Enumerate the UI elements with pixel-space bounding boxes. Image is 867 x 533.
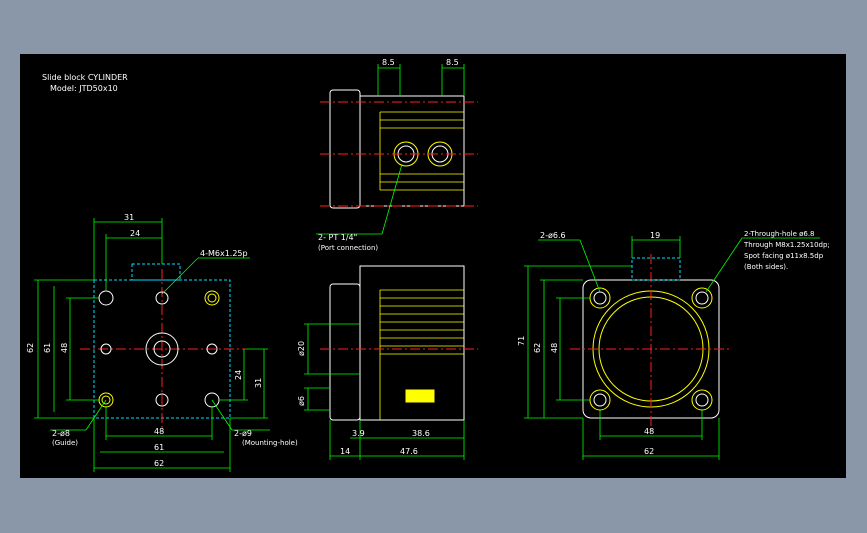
dim-side-b3: 14 — [340, 447, 350, 456]
front-hole — [155, 393, 169, 407]
callout-mount-note: (Mounting-hole) — [242, 439, 298, 447]
drawing-canvas: Slide block CYLINDER Model: JTD50x10 — [20, 54, 846, 478]
dim-front-bottom-outer: 62 — [154, 459, 164, 468]
rear-hole-tr-inner — [695, 291, 709, 305]
dim-rear-left-inner: 48 — [550, 343, 559, 353]
callout-through2: Through M8x1.25x10dp; — [743, 241, 830, 249]
title-line1: Slide block CYLINDER — [42, 73, 128, 82]
front-top-tab — [131, 263, 181, 281]
rear-hole-br-inner — [695, 393, 709, 407]
callout-through4: (Both sides). — [744, 263, 788, 271]
dim-side-b2: 38.6 — [412, 429, 430, 438]
side-view-bottom: ø20 ø6 3.9 38.6 14 47.6 — [297, 265, 478, 460]
dim-rear-bottom-inner: 48 — [644, 427, 654, 436]
rear-hole-tr — [691, 287, 713, 309]
front-hole — [155, 291, 169, 305]
front-center-boss — [145, 332, 179, 366]
dim-front-bottom-mid: 61 — [154, 443, 164, 452]
dim-side-top-left: 8.5 — [382, 58, 395, 67]
front-hole — [206, 343, 218, 355]
dim-rear-top: 19 — [650, 231, 660, 240]
side-nameplate — [405, 389, 435, 403]
side-bottom-endplate — [329, 283, 361, 421]
front-hole-inner — [207, 293, 217, 303]
front-view: 31 24 62 61 48 24 31 48 61 62 4-M6x1.25p… — [26, 213, 298, 472]
dim-side-dia1: ø20 — [297, 341, 306, 356]
title-line2: Model: JTD50x10 — [50, 84, 118, 93]
side-bottom-body — [359, 265, 465, 421]
port-note: (Port connection) — [318, 244, 378, 252]
dim-rear-left-mid: 62 — [533, 343, 542, 353]
side-view-top: 8.5 8.5 2- PT 1/4" (Port connection) — [316, 58, 478, 252]
dim-side-dia2: ø6 — [297, 396, 306, 406]
dim-front-right2: 31 — [254, 378, 263, 388]
side-top-endplate — [329, 89, 361, 209]
callout-rear-hole: 2-ø6.6 — [540, 231, 566, 240]
callout-through1: 2-Through-hole ø6.8 — [744, 230, 815, 238]
dim-front-left-mid: 61 — [43, 343, 52, 353]
dim-front-left-inner: 48 — [60, 343, 69, 353]
dim-side-b4: 47.6 — [400, 447, 418, 456]
front-hole — [100, 343, 112, 355]
cad-drawing: Slide block CYLINDER Model: JTD50x10 — [26, 58, 830, 472]
rear-hole-tl-inner — [593, 291, 607, 305]
front-hole — [98, 290, 114, 306]
callout-mount: 2-ø9 — [234, 429, 252, 438]
front-hole-inner — [101, 395, 111, 405]
front-hole — [204, 290, 220, 306]
rear-view: 19 71 62 48 48 62 2-ø6.6 2-Through-hole … — [517, 230, 830, 460]
rear-hole-bl-inner — [593, 393, 607, 407]
front-center-bore — [153, 340, 171, 358]
dim-rear-left-outer: 71 — [517, 336, 526, 346]
callout-through3: Spot facing ø11x8.5dp — [744, 252, 824, 260]
callout-guide-note: (Guide) — [52, 439, 78, 447]
dim-side-b1: 3.9 — [352, 429, 365, 438]
dim-front-right1: 24 — [234, 370, 243, 380]
port-label: 2- PT 1/4" — [318, 233, 357, 242]
dim-side-top-right: 8.5 — [446, 58, 459, 67]
dim-rear-bottom-outer: 62 — [644, 447, 654, 456]
dim-front-top2: 24 — [130, 229, 140, 238]
callout-thread: 4-M6x1.25p — [200, 249, 248, 258]
rear-hole-br — [691, 389, 713, 411]
dim-front-bottom-inner: 48 — [154, 427, 164, 436]
dim-front-left-outer: 62 — [26, 343, 35, 353]
callout-guide: 2-ø8 — [52, 429, 70, 438]
rear-hole-bl — [589, 389, 611, 411]
rear-top-tab — [631, 257, 681, 281]
dim-front-top1: 31 — [124, 213, 134, 222]
side-top-body — [359, 95, 465, 207]
